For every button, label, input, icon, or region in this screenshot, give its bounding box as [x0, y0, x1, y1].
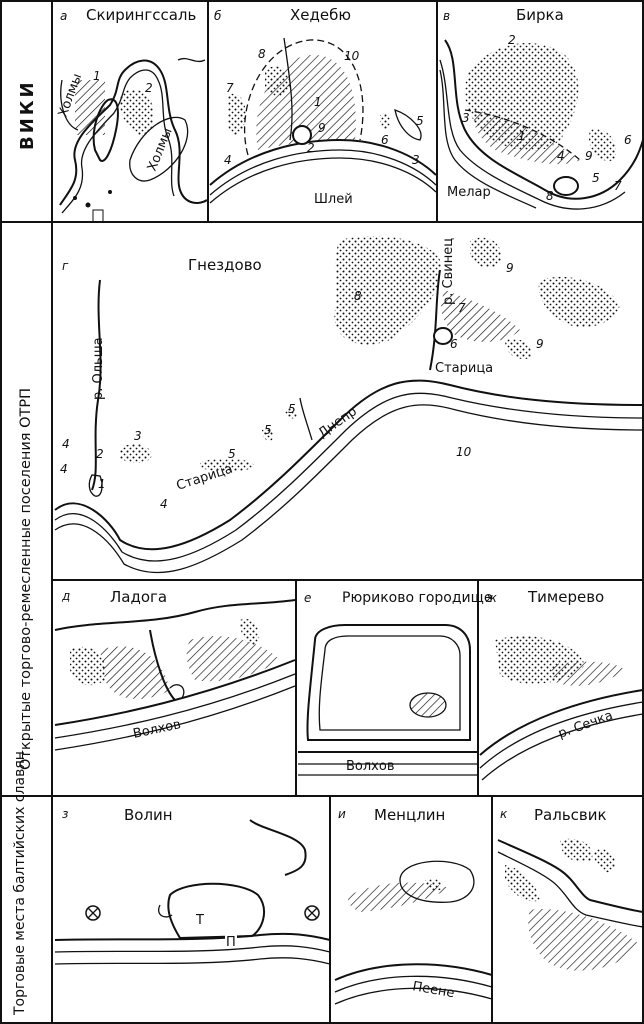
panel-v: в Бирка Мелар 1 2 3 4 5 6 7 8 9 — [439, 6, 644, 210]
site-number: 6 — [381, 133, 389, 147]
site-number: 4 — [224, 153, 232, 167]
site-number: 8 — [258, 47, 266, 61]
site-number: 6 — [624, 133, 632, 147]
site-number: 5 — [416, 114, 424, 128]
section-label-viki: ВИКИ — [17, 79, 38, 150]
panel-letter: а — [60, 9, 67, 23]
panel-zh: ж Тимерево р. Сечка — [479, 588, 644, 781]
site-number: 6 — [450, 337, 458, 351]
site-number: 9 — [506, 261, 514, 275]
river-label-svinets: р. Свинец — [441, 238, 456, 305]
panel-a: а Скирингссаль Холмы Холмы 1 2 — [56, 6, 208, 223]
site-number: 8 — [354, 289, 362, 303]
burial-marker-icon — [304, 905, 320, 921]
site-number: 10 — [344, 49, 360, 63]
water-label: Шлей — [314, 192, 353, 207]
site-number: 10 — [456, 445, 472, 459]
site-number: 2 — [96, 447, 104, 461]
panel-letter: з — [62, 807, 68, 821]
panel-title: Ладога — [110, 588, 167, 606]
oxbow-label-2: Старица — [435, 361, 493, 376]
site-number: 2 — [145, 81, 153, 95]
panel-title: Тимерево — [527, 588, 604, 606]
panel-title: Хедебю — [290, 6, 351, 24]
section-label-otrp: Открытые торгово-ремесленные поселения О… — [18, 388, 34, 770]
panel-title: Ральсвик — [534, 806, 607, 824]
site-number: 3 — [412, 153, 420, 167]
panel-i: и Менцлин Пеене — [334, 806, 493, 1005]
panel-letter: и — [338, 807, 346, 821]
site-number: 1 — [98, 477, 106, 491]
panel-letter: б — [214, 9, 222, 23]
river-label-volkhov: Волхов — [346, 759, 395, 774]
panel-letter: ж — [485, 591, 497, 605]
panel-title-line1: Рюриково городище — [342, 590, 492, 606]
site-number: 5 — [228, 447, 236, 461]
panel-letter: к — [500, 807, 508, 821]
site-number: 9 — [318, 121, 326, 135]
site-number: 1 — [314, 95, 322, 109]
site-number: 2 — [508, 33, 516, 47]
site-number: 4 — [557, 149, 565, 163]
panel-letter: д — [61, 589, 70, 603]
panel-letter: в — [443, 9, 450, 23]
panel-e: е Рюриково городище Волхов — [298, 590, 492, 776]
panel-title: Бирка — [516, 6, 564, 24]
site-number: 4 — [60, 462, 68, 476]
panel-b: б Хедебю Шлей 1 2 3 4 5 6 7 8 9 10 — [209, 6, 437, 207]
river-label-volkhov: Волхов — [132, 717, 183, 742]
site-number: 7 — [226, 81, 234, 95]
site-number: 4 — [160, 497, 168, 511]
site-number: 8 — [546, 189, 554, 203]
panel-z: з Волин Т П — [54, 806, 331, 965]
panel-g: г Гнездово Днепр р. Ольша р. Свинец Стар… — [54, 236, 644, 574]
site-number: 7 — [458, 301, 466, 315]
site-number: 9 — [536, 337, 544, 351]
site-number: 5 — [592, 171, 600, 185]
burial-marker-icon — [85, 905, 101, 921]
panel-k: к Ральсвик — [497, 806, 644, 971]
site-number: 1 — [93, 69, 101, 83]
site-number: 5 — [264, 423, 272, 437]
site-number: 4 — [62, 437, 70, 451]
panel-letter: г — [62, 259, 69, 273]
panel-title: Гнездово — [188, 256, 262, 274]
panel-title: Скирингссаль — [86, 6, 196, 24]
river-label-sechka: р. Сечка — [556, 708, 615, 742]
panel-letter: е — [304, 591, 311, 605]
site-number: 1 — [518, 129, 526, 143]
section-label-baltic: Торговые места балтийских славян — [12, 751, 28, 1016]
panel-d: д Ладога Волхов — [54, 588, 296, 751]
panel-title: Волин — [124, 806, 173, 824]
river-label-olsha: р. Ольша — [91, 337, 106, 400]
label-p: П — [226, 935, 236, 950]
panel-title: Менцлин — [374, 806, 445, 824]
label-t: Т — [195, 913, 204, 928]
site-number: 9 — [585, 149, 593, 163]
site-number: 3 — [134, 429, 142, 443]
water-label: Мелар — [447, 185, 491, 200]
site-number: 2 — [307, 141, 315, 155]
site-number: 5 — [288, 402, 296, 416]
site-number: 7 — [614, 179, 622, 193]
river-label-peene: Пеене — [411, 979, 455, 1001]
site-number: 3 — [462, 111, 470, 125]
